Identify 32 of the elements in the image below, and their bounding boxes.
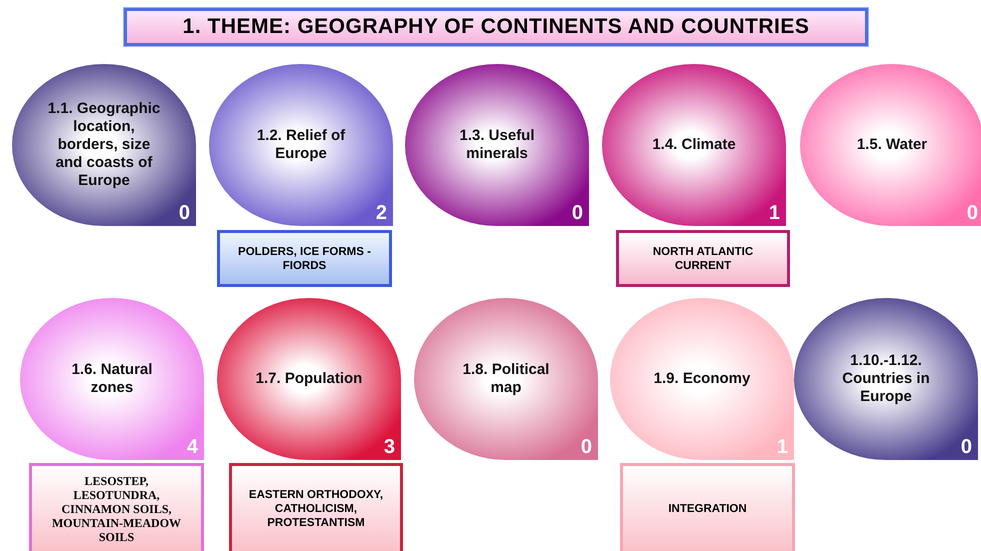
topic-label: 1.3. Useful minerals [458,127,536,163]
count-number: 1 [768,202,780,224]
note-text: POLDERS, ICE FORMS - FIORDS [237,244,372,272]
topic-label: 1.4. Climate [651,136,737,154]
topic-label: 1.7. Population [254,370,364,388]
count-number: 0 [178,202,190,224]
count-number: 1 [776,436,788,458]
note-box [620,463,795,551]
count-number: 4 [186,436,198,458]
note-box [616,230,790,287]
note-box [29,463,204,551]
note-box [229,463,403,551]
count-number: 0 [580,436,592,458]
note-text: INTEGRATION [668,502,747,516]
count-number: 0 [966,202,978,224]
count-number: 0 [960,436,972,458]
topic-label: 1.8. Political map [462,361,550,397]
count-number: 2 [376,202,387,224]
note-text: NORTH ATLANTIC CURRENT [652,244,754,272]
topic-label: 1.9. Economy [652,370,752,388]
topic-label: 1.10.-1.12. Countries in Europe [841,352,931,406]
title-banner: 1. THEME: GEOGRAPHY OF CONTINENTS AND COUNTRIES [124,8,868,46]
note-text: LESOSTEP, LESOTUNDRA, CINNAMON SOILS, MOUNTAIN-MEADOW SOILS [50,474,182,544]
count-number: 0 [572,202,583,224]
count-number: 3 [384,436,395,458]
note-box [217,230,392,287]
bubble-shape [794,298,978,460]
topic-label: 1.5. Water [856,136,928,154]
topic-label: 1.2. Relief of Europe [256,127,346,163]
note-text: EASTERN ORTHODOXY, CATHOLICISM, PROTESTANTISM [248,488,384,530]
topic-label: 1.1. Geographic location, borders, size and coasts of Europe [46,100,162,190]
topic-label: 1.6. Natural zones [70,361,154,397]
